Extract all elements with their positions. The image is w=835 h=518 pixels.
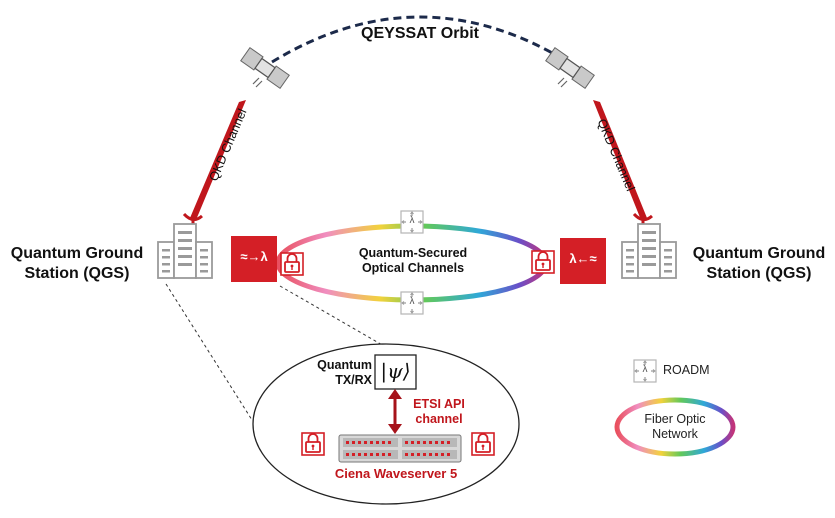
ground-station-right-icon — [621, 223, 677, 279]
station-right-line2: Station (QGS) — [706, 265, 812, 282]
api-line1: ETSI API — [413, 397, 465, 411]
lock-left-icon — [280, 252, 304, 276]
orbit-arc — [271, 15, 569, 64]
qkd-beam-left — [190, 100, 246, 220]
detail-lock-right-icon — [471, 432, 495, 456]
quantum-line2: TX/RX — [335, 373, 372, 387]
converter-left-symbol: ≈→λ — [240, 249, 268, 264]
detail-lock-left-icon — [301, 432, 325, 456]
legend-fiber-ring — [614, 397, 736, 457]
lock-right-icon — [531, 250, 555, 274]
ground-station-left-icon — [157, 223, 213, 279]
quantum-line1: Quantum — [317, 358, 372, 372]
converter-right-symbol: λ←≈ — [569, 251, 597, 266]
api-arrow-head-up — [388, 389, 402, 399]
satellite-right-icon — [545, 47, 595, 89]
ring-label-line1: Quantum-Secured — [358, 246, 468, 260]
station-left-line1: Quantum Ground — [10, 245, 144, 262]
converter-left-box — [231, 236, 277, 282]
waveserver-device-icon — [338, 434, 462, 463]
api-arrow-head-down — [388, 424, 402, 434]
legend-fiber-line2: Network — [652, 427, 698, 441]
ket-box — [374, 354, 417, 390]
station-right-line1: Quantum Ground — [692, 245, 826, 262]
roadm-bottom-symbol: λ — [409, 296, 415, 307]
legend-fiber-label: Fiber Optic Network — [627, 412, 723, 442]
legend-roadm-label: ROADM — [663, 363, 710, 377]
station-right-label: Quantum Ground Station (QGS) — [684, 244, 834, 284]
legend-roadm-symbol: λ — [642, 364, 648, 375]
roadm-top-symbol: λ — [409, 215, 415, 226]
callout-line-right — [279, 285, 385, 347]
detail-ellipse — [252, 343, 520, 505]
device-label: Ciena Waveserver 5 — [334, 466, 458, 481]
satellite-left-icon — [240, 47, 290, 89]
api-line2: channel — [415, 412, 463, 426]
callout-line-left — [165, 283, 253, 421]
quantum-txrx-label: Quantum TX/RX — [296, 358, 372, 388]
ring-label: Quantum-Secured Optical Channels — [342, 246, 484, 276]
station-left-line2: Station (QGS) — [24, 265, 130, 282]
qkd-beam-right — [593, 100, 647, 220]
station-left-label: Quantum Ground Station (QGS) — [2, 244, 152, 284]
ring-label-line2: Optical Channels — [361, 261, 465, 275]
ket-symbol: |ψ⟩ — [380, 359, 411, 383]
converter-right-box — [560, 238, 606, 284]
legend-fiber-line1: Fiber Optic — [644, 412, 706, 426]
orbit-label: QEYSSAT Orbit — [361, 25, 479, 42]
etsi-api-label: ETSI API channel — [400, 397, 478, 427]
